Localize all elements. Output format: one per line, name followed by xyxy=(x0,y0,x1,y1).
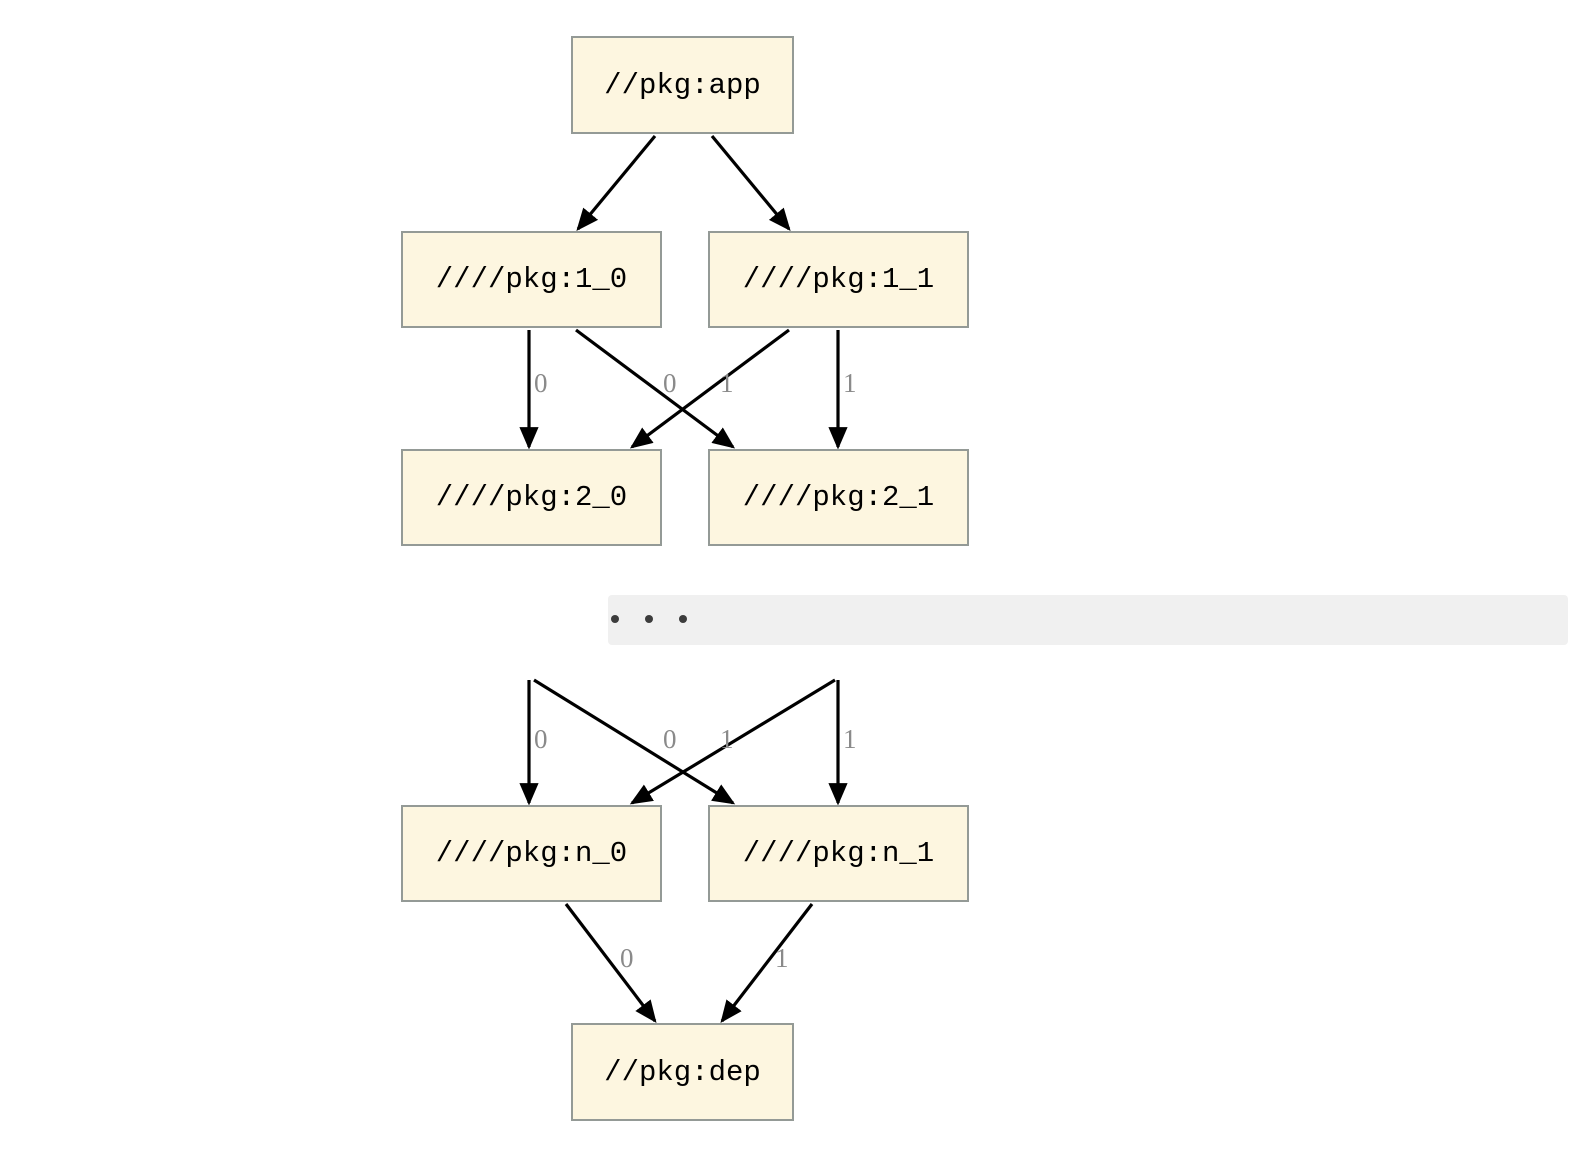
node-n1_1[interactable]: ////pkg:1_1 xyxy=(708,231,969,328)
edge-label: 1 xyxy=(720,368,734,398)
edge-nn_1-to-dep xyxy=(720,903,814,1024)
edge-hidden-to-nn_1 xyxy=(533,678,736,805)
edge-label: 0 xyxy=(534,368,548,398)
edge-label: 1 xyxy=(720,724,734,754)
edge-n1_0-to-n2_1 xyxy=(575,328,736,449)
node-n2_1[interactable]: ////pkg:2_1 xyxy=(708,449,969,546)
ellipsis-band xyxy=(608,595,1568,645)
node-nn_0[interactable]: ////pkg:n_0 xyxy=(401,805,662,902)
edge-label: 0 xyxy=(534,724,548,754)
edge-app-to-n1_0 xyxy=(576,134,657,231)
edge-label: 0 xyxy=(663,368,677,398)
edge-n1_1-to-n2_0 xyxy=(629,328,790,449)
edge-app-to-n1_1 xyxy=(710,134,791,231)
edge-label: 0 xyxy=(663,724,677,754)
ellipsis-dots xyxy=(611,615,687,623)
node-app[interactable]: //pkg:app xyxy=(571,36,794,134)
edge-label: 0 xyxy=(620,943,634,973)
ellipsis-dot xyxy=(611,615,619,623)
node-nn_1[interactable]: ////pkg:n_1 xyxy=(708,805,969,902)
edge-label: 1 xyxy=(775,943,789,973)
edge-label: 1 xyxy=(843,724,857,754)
edge-nn_0-to-dep xyxy=(564,903,657,1024)
node-n2_0[interactable]: ////pkg:2_0 xyxy=(401,449,662,546)
edge-label: 1 xyxy=(843,368,857,398)
ellipsis-dot xyxy=(679,615,687,623)
node-n1_0[interactable]: ////pkg:1_0 xyxy=(401,231,662,328)
ellipsis-dot xyxy=(645,615,653,623)
node-dep[interactable]: //pkg:dep xyxy=(571,1023,794,1121)
